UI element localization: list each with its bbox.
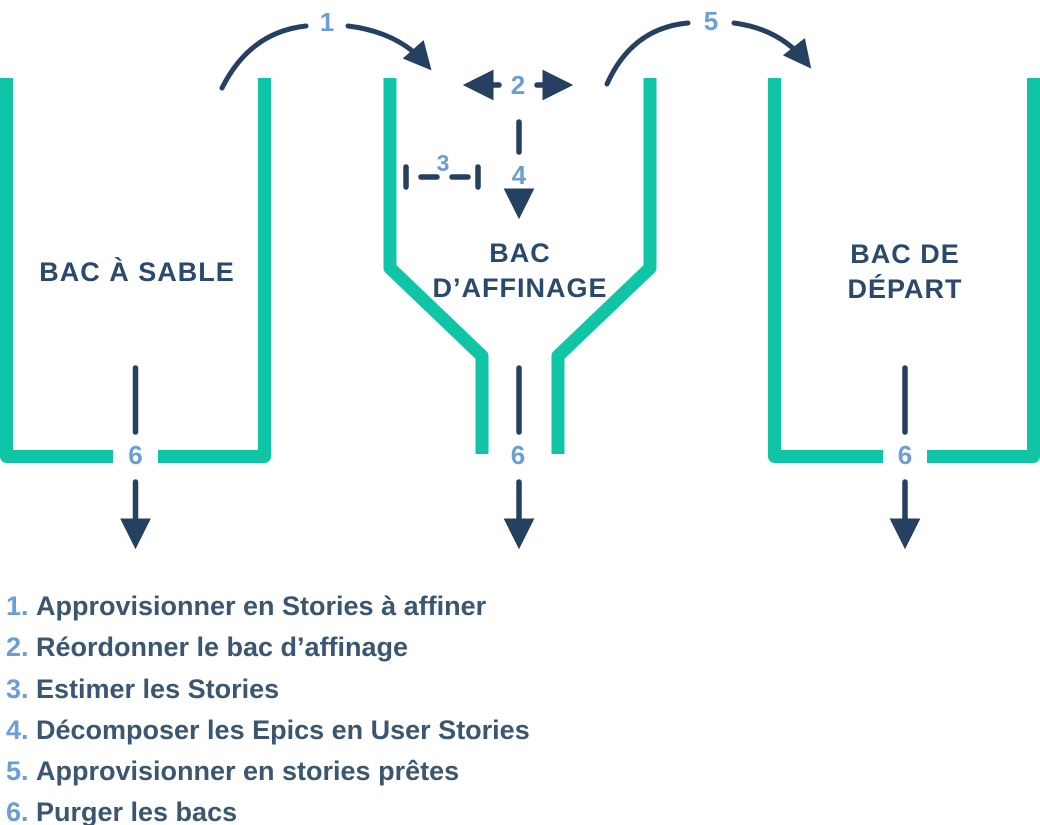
step1-arc-arrow bbox=[345, 23, 432, 71]
step2-number: 2 bbox=[511, 70, 525, 100]
sandbox-bin-left-wall bbox=[0, 78, 113, 463]
legend-item-5: 5. Approvisionner en stories prêtes bbox=[6, 751, 1026, 792]
departure-bin-label-line1: BAC DE bbox=[850, 239, 960, 269]
departure-bin-left-wall bbox=[768, 78, 883, 463]
step6-sandbox-number: 6 bbox=[128, 440, 142, 470]
legend-item-6-number: 6. bbox=[6, 797, 29, 825]
step5-number: 5 bbox=[704, 6, 718, 36]
legend-item-3-number: 3. bbox=[6, 673, 29, 704]
legend-item-2-number: 2. bbox=[6, 632, 29, 663]
step3-number: 3 bbox=[437, 150, 450, 176]
legend-item-4-text: Décomposer les Epics en User Stories bbox=[36, 714, 530, 745]
legend-item-3: 3. Estimer les Stories bbox=[6, 669, 1026, 710]
sandbox-bin-right-wall bbox=[158, 78, 271, 463]
bins-and-arrows-graphic: BAC À SABLE BAC D’AFFINAGE BAC DE DÉPART… bbox=[0, 6, 1040, 550]
legend-item-5-number: 5. bbox=[6, 756, 29, 787]
sandbox-bin-label: BAC À SABLE bbox=[39, 256, 235, 287]
step6-departure-number: 6 bbox=[898, 440, 912, 470]
legend: 1. Approvisionner en Stories à affiner 2… bbox=[6, 586, 1026, 825]
refinement-funnel-left-wall bbox=[383, 78, 489, 454]
step5-arc-arrow bbox=[731, 20, 812, 69]
refinement-bin-label-line2: D’AFFINAGE bbox=[433, 273, 608, 303]
refinement-funnel-right-wall bbox=[551, 78, 657, 454]
legend-item-2: 2. Réordonner le bac d’affinage bbox=[6, 627, 1026, 668]
legend-item-1: 1. Approvisionner en Stories à affiner bbox=[6, 586, 1026, 627]
step5-arc-left-segment bbox=[604, 20, 691, 87]
step1-arc-left-segment bbox=[219, 23, 309, 91]
legend-item-4: 4. Décomposer les Epics en User Stories bbox=[6, 710, 1026, 751]
step1-number: 1 bbox=[320, 7, 334, 37]
step4-number: 4 bbox=[512, 160, 527, 190]
refinement-bin-label-line1: BAC bbox=[489, 238, 551, 268]
legend-item-3-text: Estimer les Stories bbox=[36, 673, 280, 704]
step6-refinement-number: 6 bbox=[511, 440, 525, 470]
legend-item-2-text: Réordonner le bac d’affinage bbox=[36, 632, 409, 663]
departure-bin-label-line2: DÉPART bbox=[847, 273, 962, 304]
legend-item-1-text: Approvisionner en Stories à affiner bbox=[36, 591, 487, 621]
legend-item-4-number: 4. bbox=[6, 714, 29, 745]
departure-bin-right-wall bbox=[927, 78, 1040, 463]
legend-item-6-text: Purger les bacs bbox=[36, 797, 238, 825]
legend-item-5-text: Approvisionner en stories prêtes bbox=[36, 756, 460, 787]
legend-item-6: 6. Purger les bacs bbox=[6, 792, 1026, 825]
legend-item-1-number: 1. bbox=[6, 591, 29, 621]
